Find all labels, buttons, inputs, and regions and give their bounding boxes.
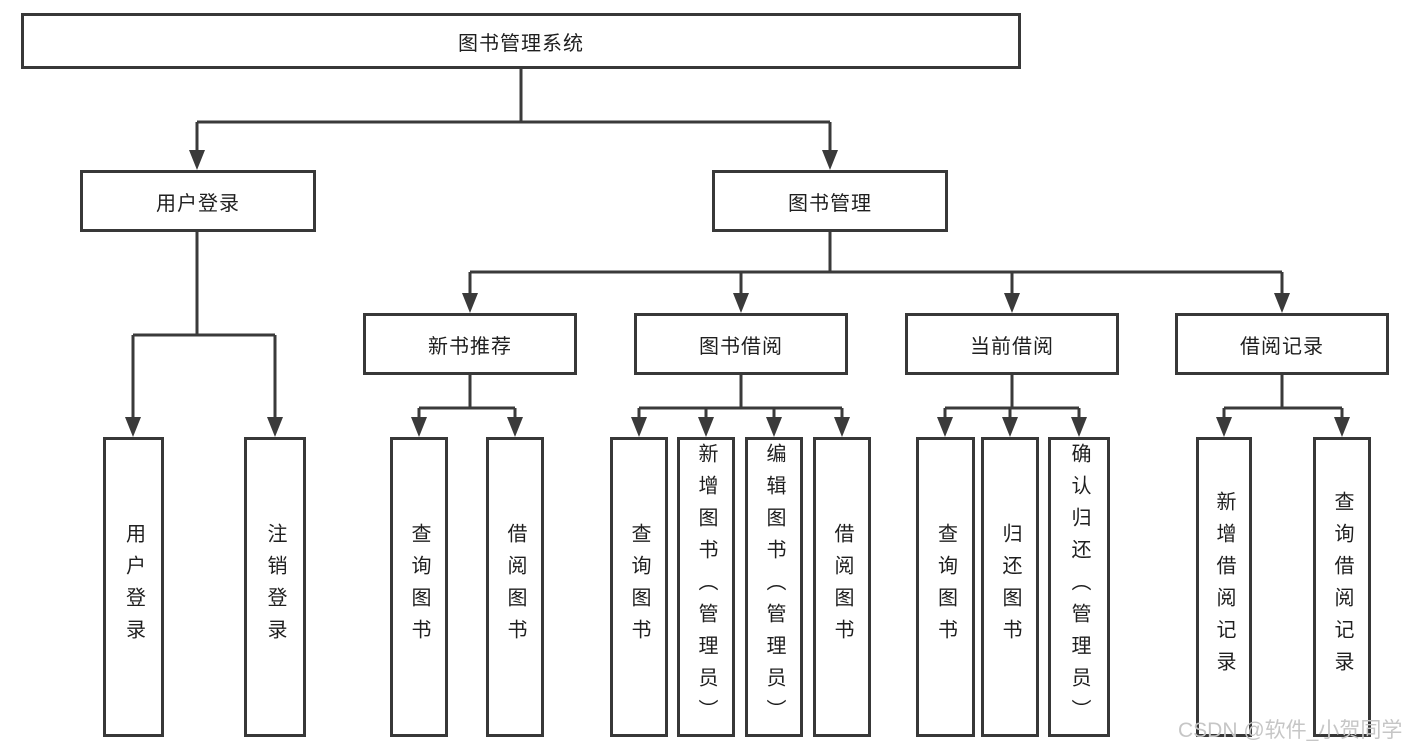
node-leaf-add-books-admin-label: 新增图书（管理员） bbox=[695, 443, 717, 731]
csdn-watermark: CSDN @软件_小贺同学 bbox=[1178, 719, 1403, 742]
node-leaf-edit-books-admin: 编辑图书（管理员） bbox=[745, 437, 803, 737]
node-book-borrow: 图书借阅 bbox=[634, 313, 848, 375]
node-leaf-confirm-return-admin-label: 确认归还（管理员） bbox=[1068, 443, 1090, 731]
connector-newbooks-to-leaves bbox=[411, 375, 523, 437]
connector-records-to-leaves bbox=[1216, 375, 1350, 437]
node-current-borrow: 当前借阅 bbox=[905, 313, 1119, 375]
connector-root-to-level2 bbox=[189, 69, 838, 170]
node-leaf-logout: 注销登录 bbox=[244, 437, 306, 737]
node-leaf-edit-books-admin-label: 编辑图书（管理员） bbox=[763, 443, 785, 731]
connector-bookmgmt-to-level3 bbox=[462, 232, 1290, 313]
node-root-system: 图书管理系统 bbox=[21, 13, 1021, 69]
node-leaf-borrow-books-2-label: 借阅图书 bbox=[831, 523, 853, 651]
node-leaf-add-borrow-record-label: 新增借阅记录 bbox=[1213, 491, 1235, 683]
connector-current-to-leaves bbox=[937, 375, 1087, 437]
connector-borrow-to-leaves bbox=[631, 375, 850, 437]
node-leaf-query-books-1: 查询图书 bbox=[390, 437, 448, 737]
node-leaf-borrow-books-1: 借阅图书 bbox=[486, 437, 544, 737]
node-leaf-query-books-1-label: 查询图书 bbox=[408, 523, 430, 651]
node-new-book-recommend: 新书推荐 bbox=[363, 313, 577, 375]
node-leaf-query-books-2-label: 查询图书 bbox=[628, 523, 650, 651]
node-leaf-user-login: 用户登录 bbox=[103, 437, 164, 737]
node-leaf-query-books-2: 查询图书 bbox=[610, 437, 668, 737]
node-leaf-query-borrow-record-label: 查询借阅记录 bbox=[1331, 491, 1353, 683]
node-leaf-return-books-label: 归还图书 bbox=[999, 523, 1021, 651]
node-leaf-query-books-3: 查询图书 bbox=[916, 437, 975, 737]
node-leaf-query-books-3-label: 查询图书 bbox=[934, 523, 957, 651]
node-book-management-module: 图书管理 bbox=[712, 170, 948, 232]
node-leaf-add-borrow-record: 新增借阅记录 bbox=[1196, 437, 1252, 737]
node-borrow-records: 借阅记录 bbox=[1175, 313, 1389, 375]
node-leaf-query-borrow-record: 查询借阅记录 bbox=[1313, 437, 1371, 737]
node-leaf-logout-label: 注销登录 bbox=[264, 523, 286, 651]
node-leaf-add-books-admin: 新增图书（管理员） bbox=[677, 437, 735, 737]
node-leaf-borrow-books-2: 借阅图书 bbox=[813, 437, 871, 737]
node-leaf-confirm-return-admin: 确认归还（管理员） bbox=[1048, 437, 1110, 737]
node-leaf-user-login-label: 用户登录 bbox=[122, 523, 145, 651]
node-leaf-borrow-books-1-label: 借阅图书 bbox=[504, 523, 526, 651]
node-user-login-module: 用户登录 bbox=[80, 170, 316, 232]
node-leaf-return-books: 归还图书 bbox=[981, 437, 1039, 737]
connector-userlogin-to-leaves bbox=[125, 232, 283, 437]
